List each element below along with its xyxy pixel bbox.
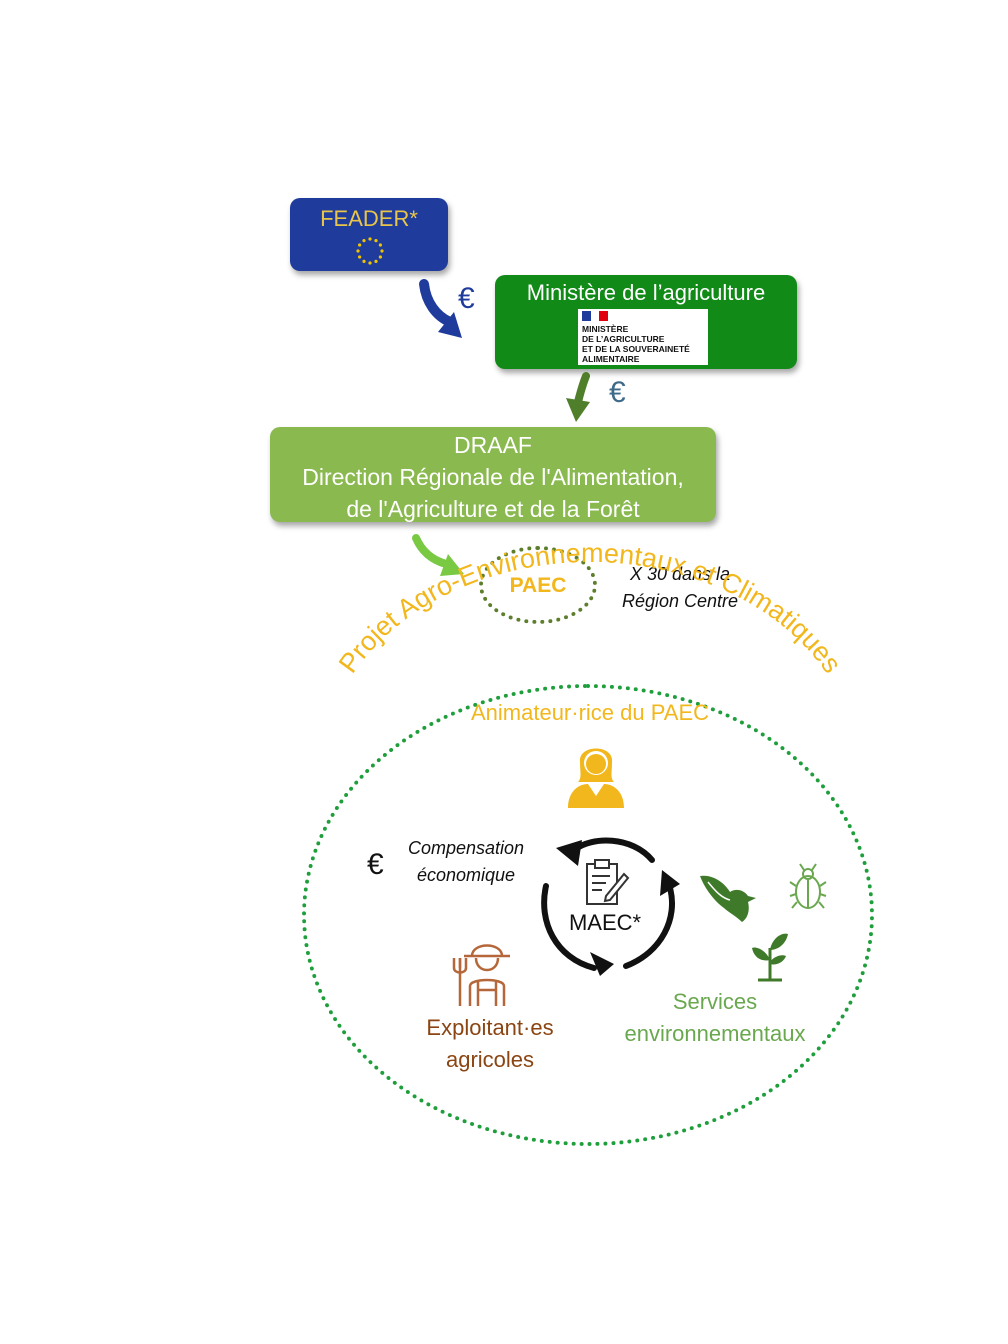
seedling-icon	[752, 933, 788, 982]
ministere-logo-text: MINISTÈRE DE L’AGRICULTURE ET DE LA SOUV…	[582, 324, 690, 364]
exploitants-line-2: agricoles	[445, 1047, 535, 1072]
eagle-icon	[700, 875, 756, 922]
exploitants-label: Exploitant·es agricoles	[405, 1012, 575, 1076]
feader-label: FEADER*	[320, 206, 418, 231]
exploitants-line-1: Exploitant·es	[426, 1015, 554, 1040]
farmer-icon	[452, 944, 510, 1006]
compensation-label: Compensation économique	[396, 835, 536, 889]
draaf-line-1: DRAAF	[454, 432, 532, 458]
arrow-ministere-to-draaf	[566, 372, 590, 422]
paec-count-note: X 30 dans la Région Centre	[610, 561, 750, 615]
arrow-feader-to-ministere	[419, 279, 462, 338]
clipboard-icon	[586, 859, 630, 905]
paec-label: PAEC	[509, 574, 567, 597]
ministere-title: Ministère de l’agriculture	[526, 280, 766, 305]
french-flag-icon	[582, 311, 608, 321]
maec-label: MAEC*	[568, 910, 642, 935]
compensation-line-1: Compensation	[407, 838, 525, 858]
services-line-1: Services	[672, 989, 758, 1014]
animateur-label: Animateur·rice du PAEC	[470, 700, 709, 725]
beetle-icon	[789, 863, 827, 909]
ministere-logo: MINISTÈRE DE L’AGRICULTURE ET DE LA SOUV…	[578, 309, 708, 365]
paec-circle	[479, 546, 597, 624]
paec-note-line-1: X 30 dans la	[629, 564, 731, 584]
euro-symbol-feader: €	[458, 282, 475, 315]
ministere-box: Ministère de l’agriculture MINISTÈRE DE …	[495, 275, 797, 369]
person-icon	[568, 748, 624, 808]
project-circle	[302, 684, 874, 1146]
paec-note-line-2: Région Centre	[621, 591, 739, 611]
compensation-line-2: économique	[416, 865, 516, 885]
euro-symbol-compensation: €	[367, 848, 384, 881]
draaf-line-3: de l'Agriculture et de la Forêt	[346, 496, 640, 522]
eu-stars-icon	[356, 237, 384, 265]
services-label: Services environnementaux	[605, 986, 825, 1050]
draaf-line-2: Direction Régionale de l'Alimentation,	[302, 464, 684, 490]
euro-symbol-ministere: €	[609, 376, 626, 409]
services-line-2: environnementaux	[624, 1021, 806, 1046]
arrow-draaf-to-paec	[412, 534, 464, 576]
cycle-arrows-icon	[541, 837, 680, 976]
feader-box: FEADER*	[290, 198, 448, 271]
draaf-box: DRAAF Direction Régionale de l'Alimentat…	[270, 427, 716, 522]
